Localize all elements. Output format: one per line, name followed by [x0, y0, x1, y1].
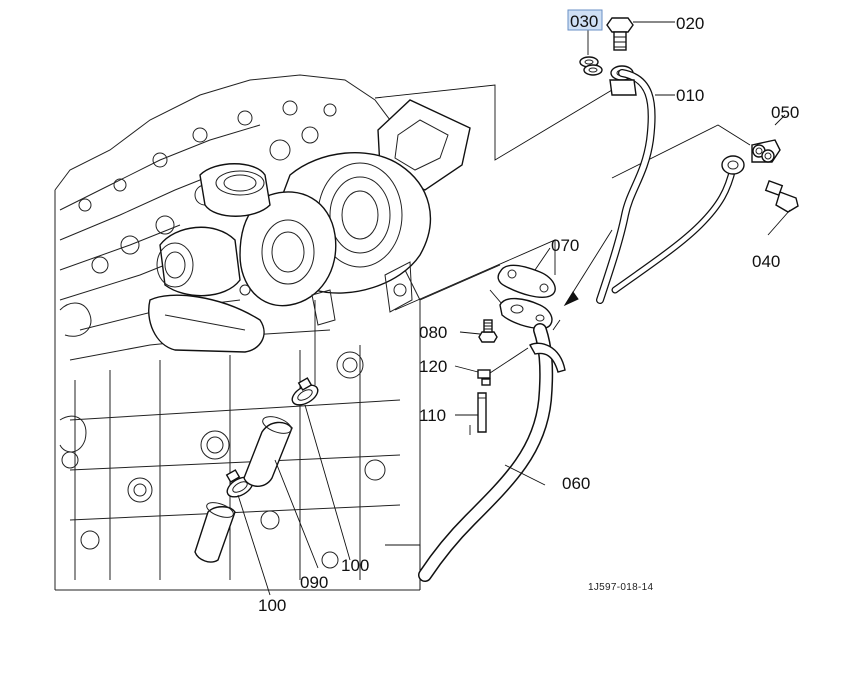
- callout-020[interactable]: 020: [676, 14, 704, 33]
- part-110-pin[interactable]: [477, 392, 487, 433]
- callout-100-lower[interactable]: 100: [258, 596, 286, 615]
- callout-050[interactable]: 050: [771, 103, 799, 122]
- callout-leaders: [237, 21, 791, 596]
- part-100-clamp-upper[interactable]: [289, 377, 321, 409]
- callout-060[interactable]: 060: [562, 474, 590, 493]
- part-020-banjo-bolt[interactable]: [606, 17, 634, 51]
- callout-070[interactable]: 070: [551, 236, 579, 255]
- part-060-oil-return-pipe[interactable]: [418, 323, 566, 582]
- engine-block: [54, 74, 421, 591]
- block-pipe-stub: [194, 502, 236, 563]
- callout-120[interactable]: 120: [419, 357, 447, 376]
- callout-110[interactable]: 110: [419, 406, 446, 425]
- callout-030-highlight: [567, 9, 603, 31]
- callout-030[interactable]: 030: [570, 12, 598, 31]
- part-010-oil-pipe[interactable]: [596, 69, 656, 304]
- callout-010[interactable]: 010: [676, 86, 704, 105]
- part-040-bolt[interactable]: [764, 180, 799, 213]
- callout-labels: 030 020 010 050 040 070 080 120 110 060 …: [258, 9, 799, 615]
- part-070-gasket-plate[interactable]: [497, 264, 556, 298]
- part-030-gasket[interactable]: [579, 56, 634, 81]
- part-050-bracket[interactable]: [751, 139, 781, 163]
- callout-100-upper[interactable]: 100: [341, 556, 369, 575]
- callout-080[interactable]: 080: [419, 323, 447, 342]
- part-080-bolt[interactable]: [478, 319, 498, 343]
- diagram-reference-code: 1J597-018-14: [588, 582, 653, 593]
- return-pipe: [611, 155, 745, 294]
- turbocharger: [148, 99, 471, 353]
- flow-arrow: [552, 229, 613, 331]
- part-flange-plate: [499, 297, 553, 330]
- callout-040[interactable]: 040: [752, 252, 780, 271]
- part-090-hose[interactable]: [243, 413, 293, 487]
- callout-090[interactable]: 090: [300, 573, 328, 592]
- part-120-clip[interactable]: [477, 347, 529, 386]
